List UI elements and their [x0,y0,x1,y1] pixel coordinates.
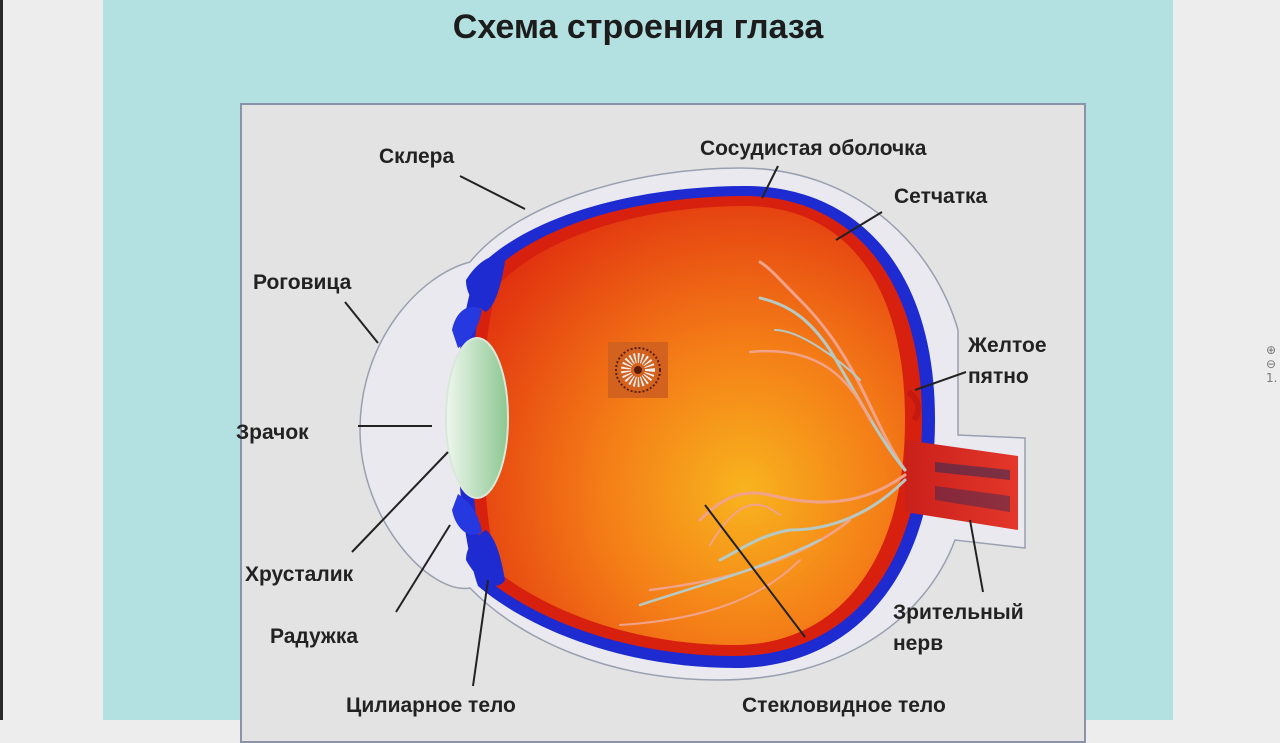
zoom-out-icon[interactable]: ⊖ [1266,357,1277,371]
optic-nerve [905,440,1018,530]
zoom-level: 1. [1266,371,1278,385]
label-choroid: Сосудистая оболочка [700,137,927,160]
label-vitreous-body: Стекловидное тело [742,694,946,717]
label-optic-nerve-line1: Зрительный [893,601,1024,624]
label-sclera: Склера [379,145,455,168]
zoom-controls: ⊕ ⊖ 1. [1266,343,1277,385]
label-macula-line2: пятно [968,365,1029,388]
macula-spot [906,389,922,422]
ciliary-body-lower [466,530,505,586]
label-retina: Сетчатка [894,185,988,208]
label-cornea: Роговица [253,271,352,294]
zoom-in-icon[interactable]: ⊕ [1266,343,1277,357]
label-lens: Хрусталик [245,563,354,586]
window-edge [0,0,3,720]
eye-diagram [344,165,1026,687]
ciliary-body-upper [466,256,505,312]
lens [445,337,509,499]
iris-lower [452,494,482,535]
optic-nerve-fibers-lower [935,486,1010,512]
label-pupil: Зрачок [236,421,309,444]
radial-sunburst-icon [608,342,668,398]
label-optic-nerve-line2: нерв [893,632,944,655]
iris-upper [452,306,482,348]
label-ciliary-body: Цилиарное тело [346,694,516,717]
leader-lines [344,165,984,687]
vitreous-body [482,206,905,645]
optic-nerve-fibers-upper [935,462,1010,480]
slide-title: Схема строения глаза [452,8,824,46]
retinal-vessels [619,260,907,626]
label-iris: Радужка [270,625,359,648]
label-macula-line1: Желтое [968,334,1047,357]
